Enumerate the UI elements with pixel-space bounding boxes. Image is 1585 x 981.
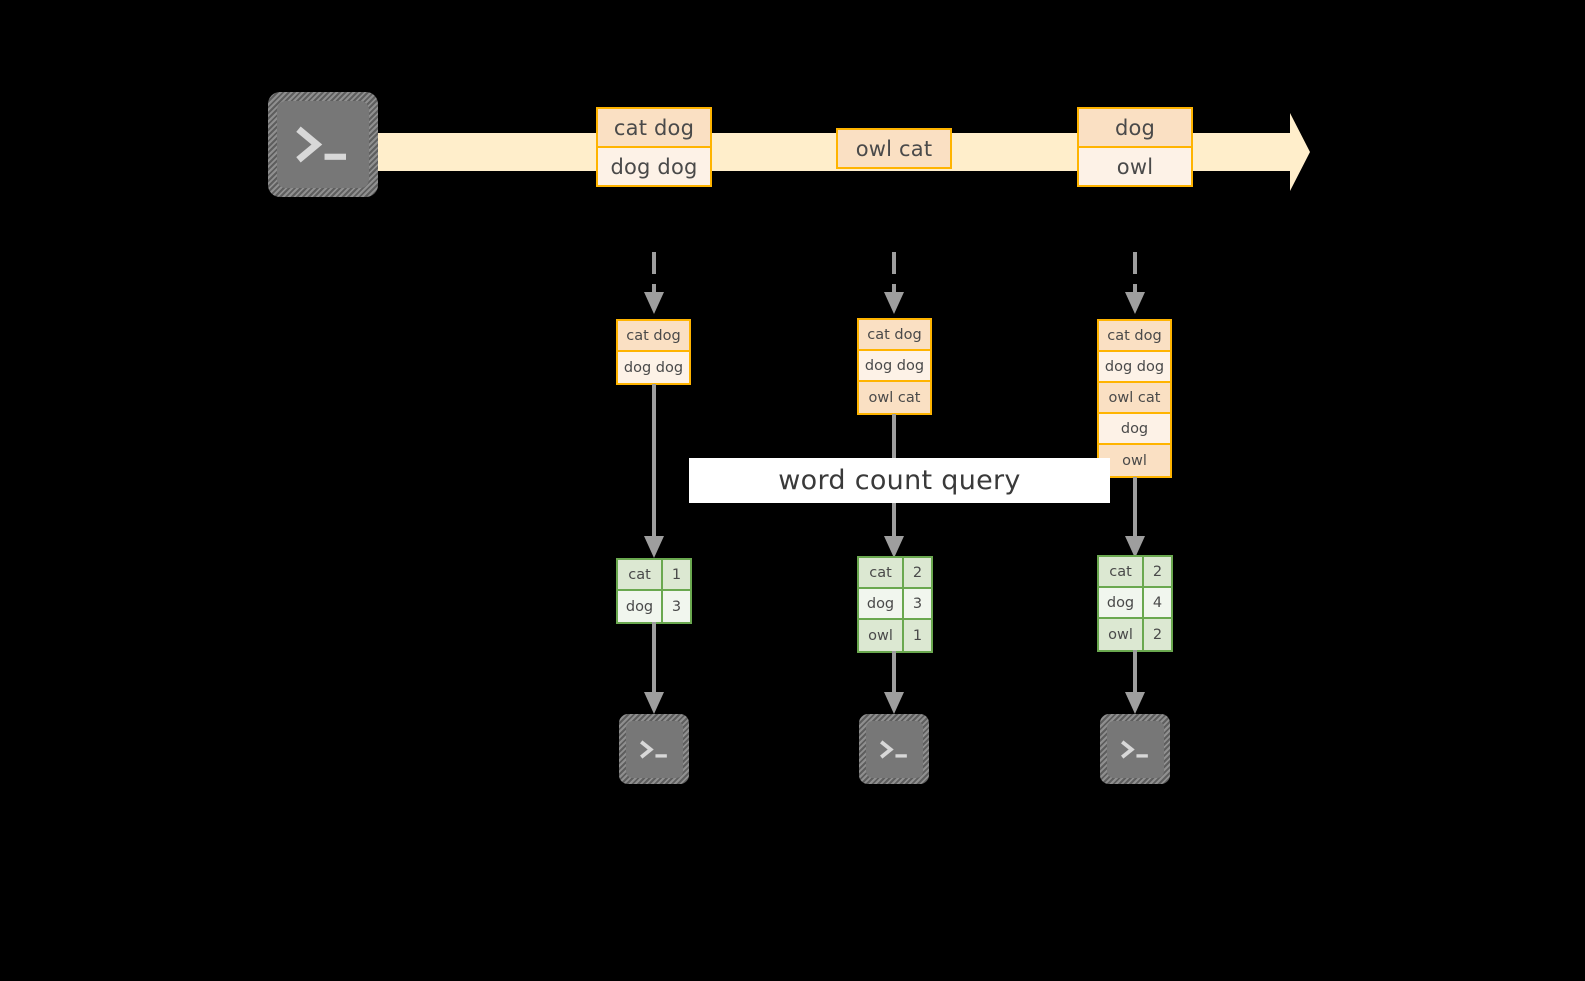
result-word: owl: [1099, 619, 1144, 650]
result-count: 2: [1144, 557, 1171, 586]
result-word: dog: [618, 591, 663, 622]
input-stack-row-text: owl cat: [868, 389, 921, 406]
terminal-screen: [277, 101, 369, 188]
stream-record-text: owl: [1116, 154, 1154, 179]
result-table-row: dog 3: [618, 591, 690, 622]
result-table-row: cat 2: [1099, 557, 1171, 588]
result-table-row: dog 4: [1099, 588, 1171, 619]
result-word: dog: [859, 589, 904, 618]
terminal-prompt-icon: [296, 126, 346, 163]
result-word: cat: [859, 558, 904, 587]
dashed-connector-2: [884, 252, 904, 314]
sink-connector-1: [644, 622, 664, 714]
terminal-screen: [865, 720, 923, 778]
input-stack-row: cat dog: [859, 320, 930, 351]
result-word: cat: [618, 560, 663, 589]
query-banner: word count query: [689, 458, 1110, 503]
stream-record: owl: [1077, 146, 1193, 187]
terminal-screen: [1106, 720, 1164, 778]
stream-record-text: owl cat: [855, 136, 933, 161]
terminal-screen: [625, 720, 683, 778]
terminal-prompt-icon: [639, 739, 667, 759]
result-word: cat: [1099, 557, 1144, 586]
stream-record-text: cat dog: [613, 115, 695, 140]
input-stack-row-text: cat dog: [867, 326, 922, 343]
query-banner-label: word count query: [778, 465, 1021, 496]
result-count: 2: [904, 558, 931, 587]
result-word: owl: [859, 620, 904, 651]
input-stack-row: dog dog: [1099, 352, 1170, 383]
result-count: 1: [904, 620, 931, 651]
stream-record: owl cat: [836, 128, 952, 169]
result-count: 3: [663, 591, 690, 622]
result-table-row: owl 1: [859, 620, 931, 651]
input-stack-row-text: cat dog: [626, 327, 681, 344]
result-table-column-3: cat 2 dog 4 owl 2: [1097, 555, 1173, 652]
terminal-prompt-icon: [1120, 739, 1148, 759]
input-stack-row: cat dog: [1099, 321, 1170, 352]
terminal-prompt-icon: [879, 739, 907, 759]
result-table-column-2: cat 2 dog 3 owl 1: [857, 556, 933, 653]
sink-connector-3: [1125, 650, 1145, 714]
result-table-row: dog 3: [859, 589, 931, 620]
input-stack-row-text: dog dog: [1104, 358, 1165, 375]
input-stack-column-2: cat dog dog dog owl cat: [857, 318, 932, 415]
result-count: 2: [1144, 619, 1171, 650]
dashed-connector-1: [644, 252, 664, 314]
stream-record-text: dog dog: [610, 154, 698, 179]
stream-record-text: dog: [1114, 115, 1156, 140]
stream-record: dog dog: [596, 146, 712, 187]
source-terminal-icon: [268, 92, 378, 197]
input-stack-row: owl: [1099, 445, 1170, 476]
input-stack-row: owl cat: [859, 382, 930, 413]
input-stack-row-text: dog dog: [623, 359, 684, 376]
input-stack-row-text: cat dog: [1107, 327, 1162, 344]
input-stack-row-text: dog: [1120, 420, 1149, 437]
input-stack-row: owl cat: [1099, 383, 1170, 414]
input-stack-row: dog dog: [618, 352, 689, 383]
input-stack-column-3: cat dog dog dog owl cat dog owl: [1097, 319, 1172, 478]
input-stack-column-1: cat dog dog dog: [616, 319, 691, 385]
query-connector-1: [644, 384, 664, 558]
query-connector-3: [1125, 477, 1145, 558]
result-table-row: owl 2: [1099, 619, 1171, 650]
input-stack-row: dog: [1099, 414, 1170, 445]
input-stack-row-text: owl cat: [1108, 389, 1161, 406]
result-count: 3: [904, 589, 931, 618]
input-stack-row-text: dog dog: [864, 357, 925, 374]
stream-record: dog: [1077, 107, 1193, 148]
dashed-connector-3: [1125, 252, 1145, 314]
result-table-row: cat 1: [618, 560, 690, 591]
input-stack-row: dog dog: [859, 351, 930, 382]
stream-record: cat dog: [596, 107, 712, 148]
result-count: 4: [1144, 588, 1171, 617]
input-stack-row-text: owl: [1122, 452, 1147, 469]
result-table-row: cat 2: [859, 558, 931, 589]
result-table-column-1: cat 1 dog 3: [616, 558, 692, 624]
result-count: 1: [663, 560, 690, 589]
sink-terminal-icon-column-3: [1100, 714, 1170, 784]
result-word: dog: [1099, 588, 1144, 617]
sink-terminal-icon-column-2: [859, 714, 929, 784]
sink-connector-2: [884, 651, 904, 714]
sink-terminal-icon-column-1: [619, 714, 689, 784]
input-stack-row: cat dog: [618, 321, 689, 352]
